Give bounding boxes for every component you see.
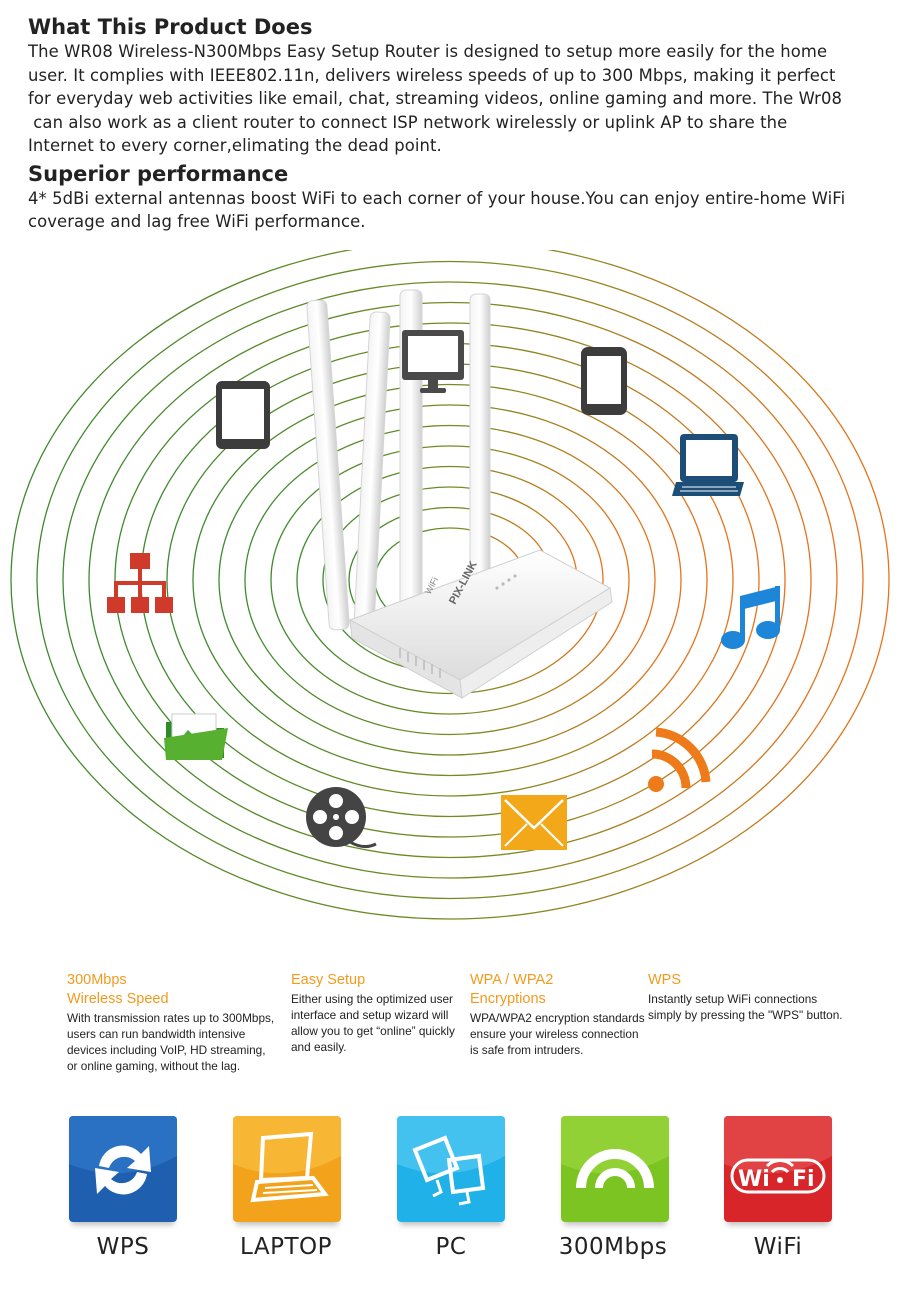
feature-title: WPS [648, 972, 682, 988]
wifi-tile: Wi Fi [724, 1116, 832, 1222]
pc-tile [397, 1116, 505, 1222]
film-reel-icon [306, 787, 377, 849]
tablet-icon [216, 381, 270, 449]
tile-label-laptop: LAPTOP [240, 1234, 332, 1260]
tile-label-pc: PC [435, 1234, 467, 1260]
heading-superior-performance: Superior performance [28, 161, 289, 186]
tile-label-wps: WPS [96, 1234, 150, 1260]
feature-description: Instantly setup WiFi connections simply … [648, 991, 863, 1023]
feature-title: Encryptions [470, 991, 546, 1007]
feature-desc-line: and easily. [291, 1040, 347, 1054]
monitors-icon [397, 1116, 505, 1222]
speed-tile [561, 1116, 669, 1222]
coverage-ring [270, 445, 630, 715]
feature-desc-line: ensure your wireless connection [470, 1027, 639, 1041]
feature-desc-line: allow you to get “online” quickly [291, 1024, 455, 1038]
wps-tile [69, 1116, 177, 1222]
feature-title: WPA / WPA2 [470, 972, 554, 988]
feature-desc-line: Either using the optimized user [291, 992, 453, 1006]
laptop-tile [233, 1116, 341, 1222]
wifi-logo-icon: Wi Fi [724, 1116, 832, 1222]
intro-section: What This Product Does The WR08 Wireless… [28, 14, 888, 234]
wifi-logo-right: Fi [792, 1167, 815, 1192]
feature-description: Either using the optimized user interfac… [291, 991, 461, 1055]
tile-label-wifi: WiFi [753, 1234, 803, 1260]
feature-desc-line: WPA/WPA2 encryption standards [470, 1011, 645, 1025]
heading-what-this-product-does: What This Product Does [28, 15, 313, 39]
laptop-icon [233, 1116, 341, 1222]
performance-line: 4* 5dBi external antennas boost WiFi to … [28, 188, 846, 208]
music-icon [721, 586, 780, 649]
rss-icon [648, 727, 711, 792]
feature-wireless-speed: 300Mbps Wireless Speed With transmission… [67, 971, 277, 1074]
intro-line: can also work as a client router to conn… [28, 112, 788, 132]
coverage-ring [36, 260, 864, 900]
feature-wps: WPS Instantly setup WiFi connections sim… [648, 971, 863, 1023]
smartphone-icon [581, 347, 627, 415]
coverage-ring [62, 281, 838, 879]
feature-wpa-encryption: WPA / WPA2 Encryptions WPA/WPA2 encrypti… [470, 971, 645, 1058]
coverage-ring [192, 383, 708, 777]
coverage-ring [114, 322, 786, 838]
feature-desc-line: is safe from intruders. [470, 1043, 584, 1057]
feature-title: Wireless Speed [67, 991, 169, 1007]
intro-line: The WR08 Wireless-N300Mbps Easy Setup Ro… [28, 42, 828, 61]
feature-desc-line: or online gaming, without the lag. [67, 1059, 241, 1073]
envelope-icon [501, 795, 567, 850]
feature-desc-line: With transmission rates up to 300Mbps, [67, 1011, 275, 1025]
feature-desc-line: Instantly setup WiFi connections [648, 992, 818, 1006]
signal-arc-icon [561, 1116, 669, 1222]
tile-label-speed: 300Mbps [558, 1234, 668, 1260]
network-icon [107, 553, 173, 613]
coverage-ring [296, 465, 604, 695]
intro-line: Internet to every corner,elimating the d… [28, 136, 442, 155]
feature-desc-line: devices including VoIP, HD streaming, [67, 1043, 266, 1057]
intro-line: user. It complies with IEEE802.11n, deli… [28, 65, 836, 85]
coverage-ring [244, 424, 656, 736]
feature-desc-line: users can run bandwidth intensive [67, 1027, 246, 1041]
feature-description: WPA/WPA2 encryption standards ensure you… [470, 1010, 645, 1058]
wifi-logo-left: Wi [738, 1167, 770, 1192]
feature-description: With transmission rates up to 300Mbps, u… [67, 1010, 277, 1074]
refresh-arrows-icon [69, 1116, 177, 1222]
coverage-illustration: PIX-LINK WiFi [0, 240, 900, 940]
intro-line: for everyday web activities like email, … [28, 89, 843, 108]
feature-desc-line: interface and setup wizard will [291, 1008, 449, 1022]
feature-title: Easy Setup [291, 972, 366, 988]
feature-desc-line: simply by pressing the "WPS" button. [648, 1008, 843, 1022]
coverage-ring [88, 301, 812, 859]
feature-easy-setup: Easy Setup Either using the optimized us… [291, 971, 461, 1055]
coverage-ring [218, 404, 682, 756]
performance-line: coverage and lag free WiFi performance. [28, 212, 366, 231]
monitor-icon [402, 330, 464, 393]
laptop-icon [672, 434, 744, 496]
folder-image-icon [164, 713, 228, 760]
feature-title: 300Mbps [67, 972, 127, 988]
